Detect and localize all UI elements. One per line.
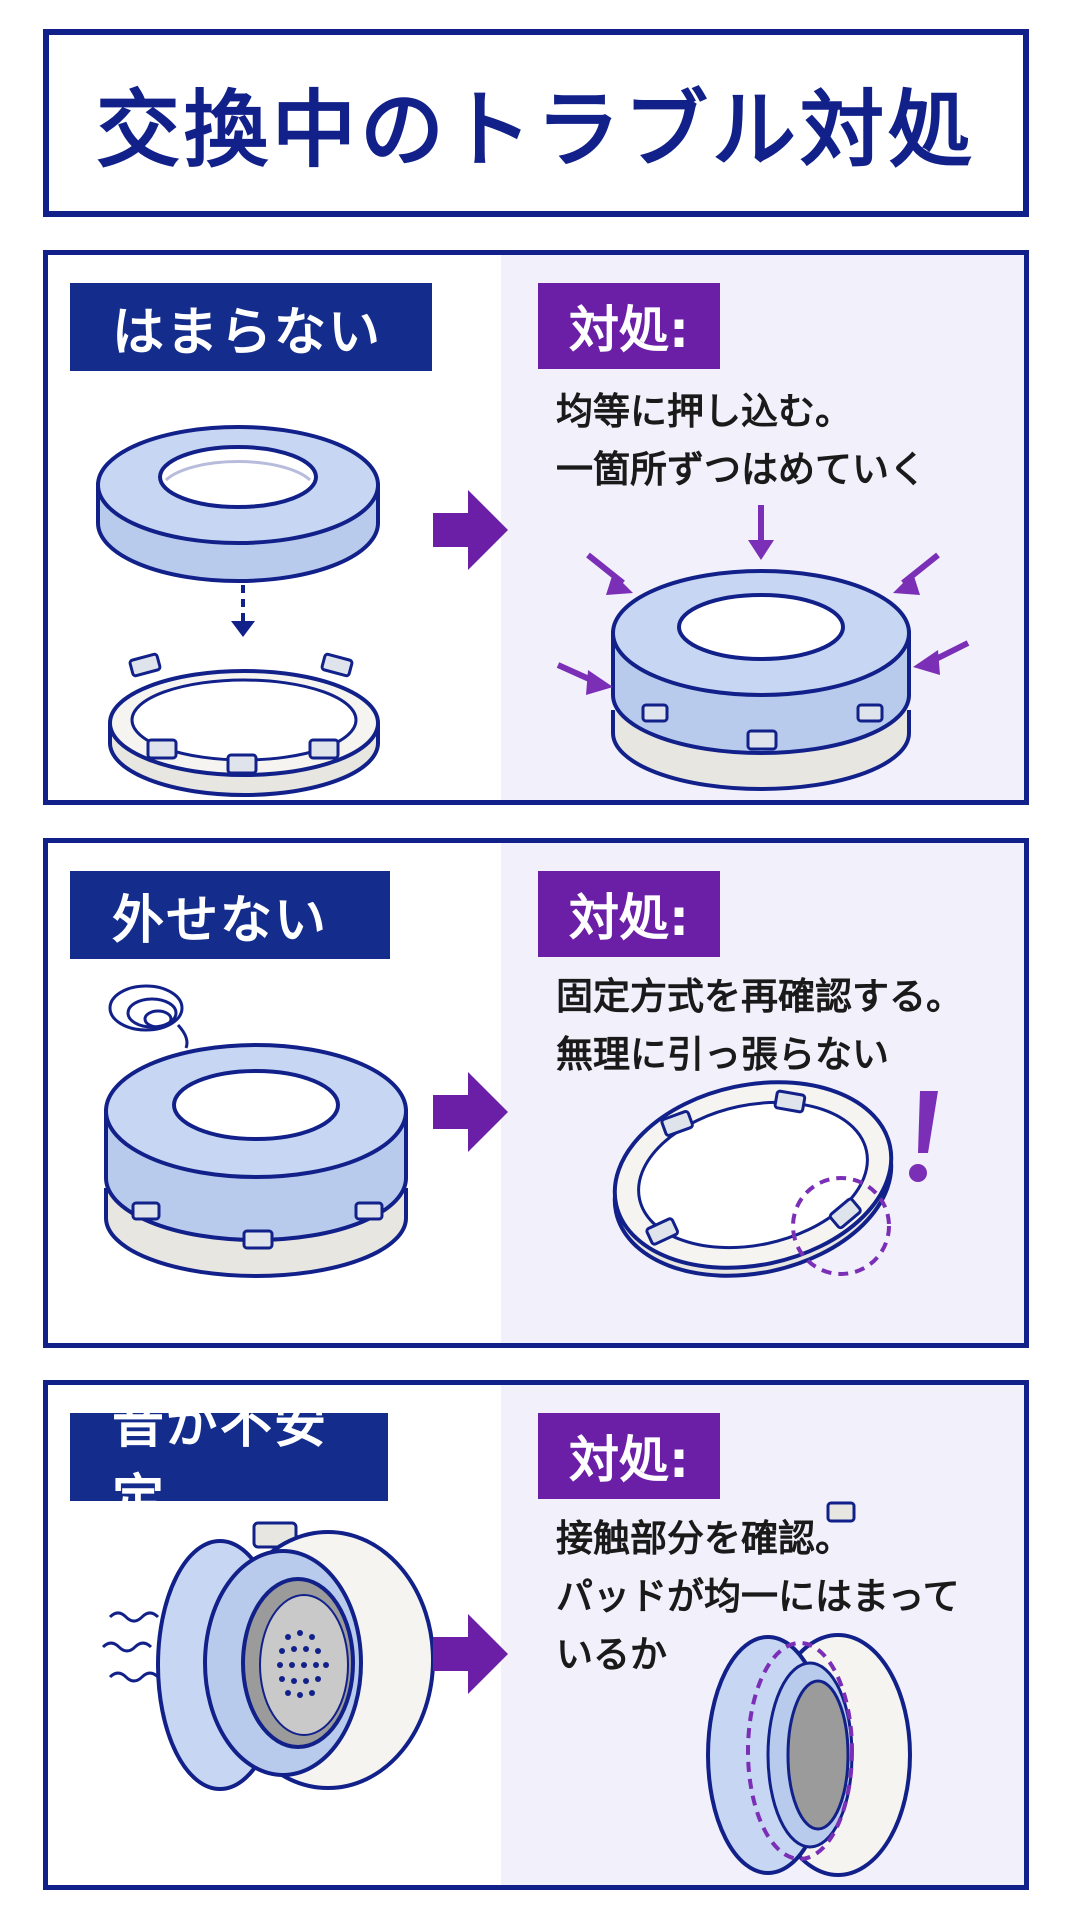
- fix-label: 対処:: [538, 283, 720, 369]
- fix-line: 一箇所ずつはめていく: [556, 448, 926, 491]
- fix-line: 無理に引っ張らない: [556, 1033, 889, 1076]
- illustration-no-fit: [96, 425, 970, 797]
- title-box: 交換中のトラブル対処: [43, 29, 1029, 217]
- fix-label: 対処:: [538, 1413, 720, 1499]
- dizzy-swirl-icon: [108, 984, 189, 1049]
- ear-cup: [156, 1521, 435, 1791]
- fix-line: 接触部分を確認。: [556, 1517, 852, 1560]
- fix-line: パッドが均一にはまって: [556, 1575, 960, 1618]
- ear-cup-check: [706, 1501, 912, 1877]
- section-no-fit: はまらない 対処: 均等に押し込む。 一箇所ずつはめていく: [43, 250, 1029, 805]
- problem-label: 外せない: [70, 871, 390, 959]
- fix-label: 対処:: [538, 871, 720, 957]
- section-cannot-remove: 外せない 対処: 固定方式を再確認する。 無理に引っ張らない: [43, 838, 1029, 1348]
- arrow-right-icon: [433, 490, 508, 570]
- fix-line: 固定方式を再確認する。: [556, 975, 963, 1018]
- problem-label: はまらない: [70, 283, 432, 371]
- illustration-cannot-remove: [104, 984, 938, 1278]
- ear-pad-stuck: [104, 1043, 408, 1278]
- fix-text: 固定方式を再確認する。 無理に引っ張らない: [556, 968, 963, 1084]
- vibration-icon: [101, 1611, 160, 1683]
- mounting-ring: [612, 1080, 894, 1278]
- fix-text: 接触部分を確認。 パッドが均一にはまって いるか: [556, 1510, 960, 1684]
- section-unstable-sound: 音が不安定 対処: 接触部分を確認。 パッドが均一にはまって いるか: [43, 1380, 1029, 1890]
- down-arrow-icon: [231, 585, 255, 637]
- exclamation-icon: [909, 1091, 938, 1182]
- highlight-circle: [791, 1176, 891, 1276]
- mounting-ring: [108, 652, 380, 797]
- ear-pad: [96, 425, 380, 583]
- arrow-right-icon: [433, 1072, 508, 1152]
- fix-line: いるか: [556, 1633, 667, 1676]
- illustration-unstable-sound: [101, 1501, 912, 1877]
- page-title: 交換中のトラブル対処: [95, 80, 976, 179]
- ear-pad-seated: [611, 569, 911, 791]
- press-arrow-icon: [556, 505, 970, 695]
- fix-text: 均等に押し込む。 一箇所ずつはめていく: [556, 383, 926, 499]
- arrow-right-icon: [433, 1614, 508, 1694]
- fix-line: 均等に押し込む。: [556, 390, 852, 433]
